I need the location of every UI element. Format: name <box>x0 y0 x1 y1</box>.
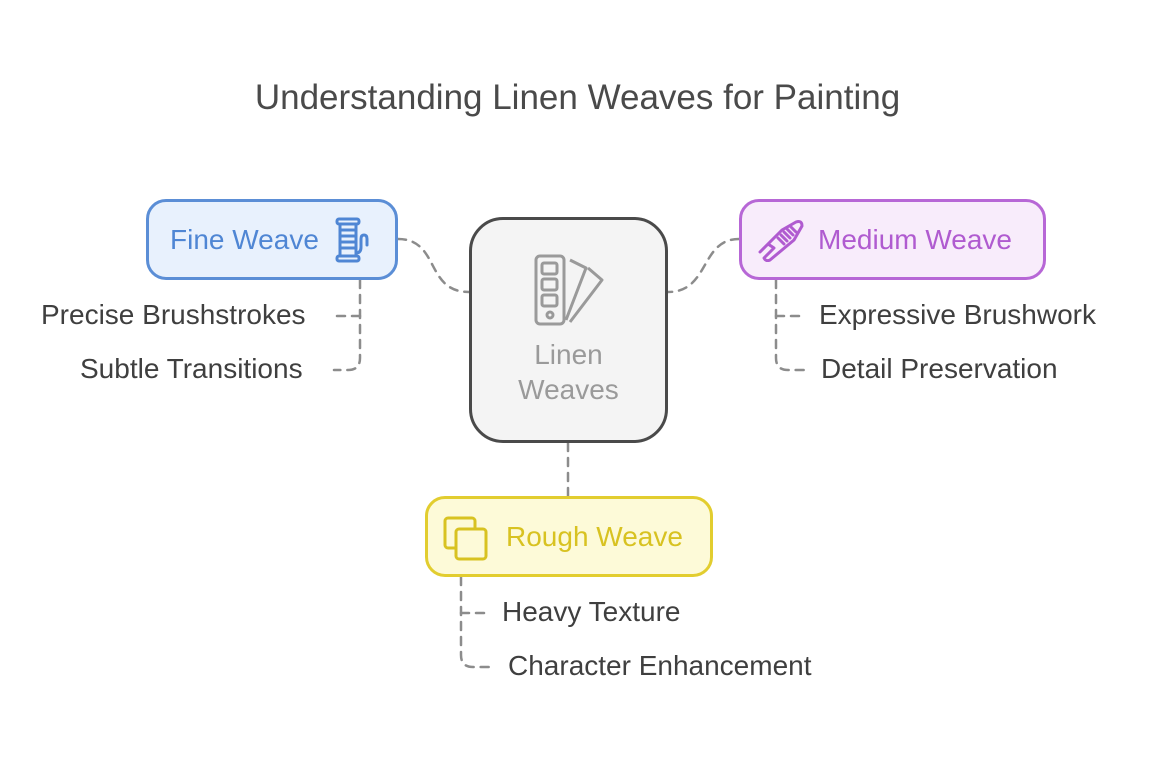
node-rough-weave[interactable]: Rough Weave <box>425 496 713 577</box>
connector-rough-items <box>459 575 491 669</box>
node-fine-weave[interactable]: Fine Weave <box>146 199 398 280</box>
connector-fine-items <box>332 278 362 372</box>
thread-spool-icon <box>335 217 369 268</box>
node-rough-weave-label: Rough Weave <box>506 520 683 552</box>
rough-item-1: Heavy Texture <box>502 596 681 627</box>
color-swatch-fan-icon <box>532 254 606 331</box>
connector-fine-center <box>396 237 471 294</box>
medium-item-1: Expressive Brushwork <box>819 299 1096 330</box>
diagram-title: Understanding Linen Weaves for Painting <box>254 78 901 117</box>
comb-icon <box>756 218 806 267</box>
node-linen-weaves-label: Linen Weaves <box>518 339 619 405</box>
fine-item-1: Precise Brushstrokes <box>41 299 306 330</box>
medium-item-2: Detail Preservation <box>821 353 1058 384</box>
fine-item-2: Subtle Transitions <box>80 353 303 384</box>
node-linen-weaves[interactable]: Linen Weaves <box>469 217 668 443</box>
node-fine-weave-label: Fine Weave <box>170 223 319 255</box>
node-medium-weave[interactable]: Medium Weave <box>739 199 1046 280</box>
connector-medium-items <box>774 278 806 372</box>
node-medium-weave-label: Medium Weave <box>818 223 1013 255</box>
rough-item-2: Character Enhancement <box>508 650 812 681</box>
overlapping-squares-icon <box>442 515 490 568</box>
connector-medium-center <box>666 237 741 294</box>
